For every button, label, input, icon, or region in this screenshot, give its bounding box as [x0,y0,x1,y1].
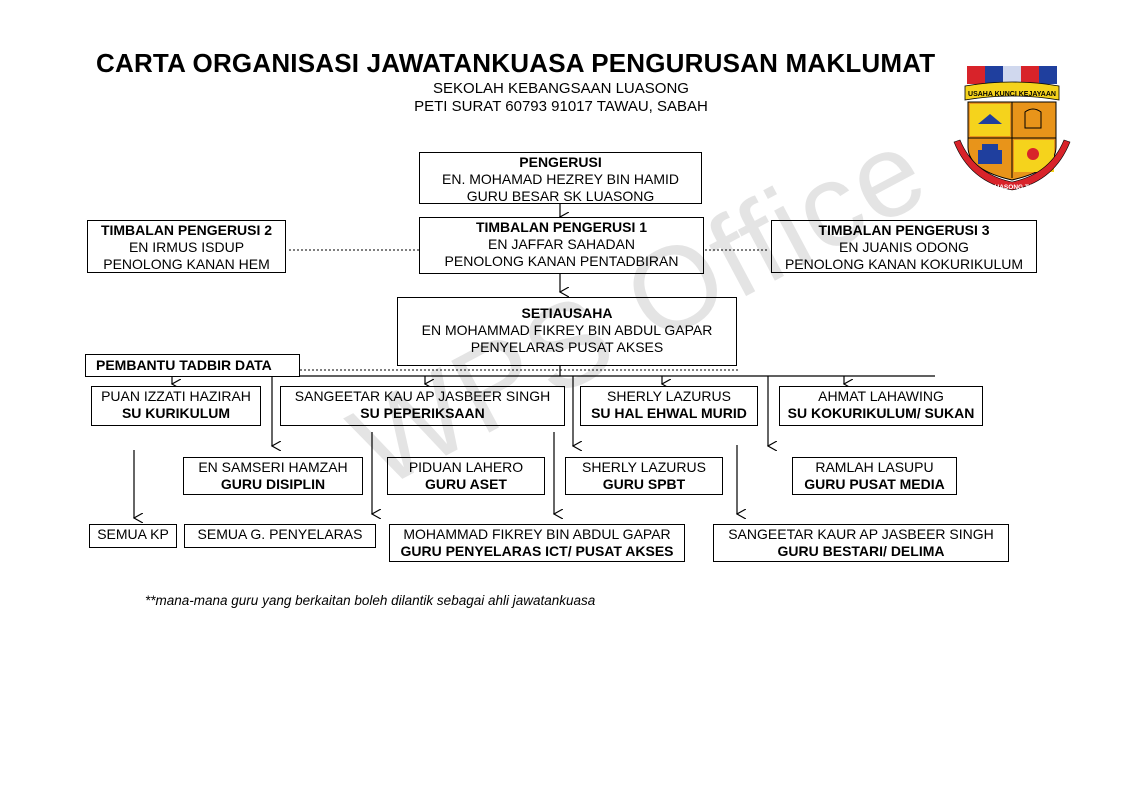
box-pembantu-tadbir-data: PEMBANTU TADBIR DATA [85,354,300,377]
guru-ict-name: MOHAMMAD FIKREY BIN ABDUL GAPAR [403,526,671,542]
su-hem-post: SU HAL EHWAL MURID [591,405,747,421]
timbalan2-name: EN IRMUS ISDUP [128,239,245,255]
su-kurikulum-post: SU KURIKULUM [121,405,231,421]
timbalan2-role: TIMBALAN PENGERUSI 2 [100,222,273,238]
box-pengerusi: PENGERUSI EN. MOHAMAD HEZREY BIN HAMID G… [419,152,702,204]
school-crest-icon: USAHA KUNCI KEJAYAAN S.K. LUASONG TAWAU [953,66,1071,191]
timbalan2-post: PENOLONG KANAN HEM [103,256,270,272]
box-su-kokurikulum: AHMAT LAHAWING SU KOKURIKULUM/ SUKAN [779,386,983,426]
semua-penyelaras-name: SEMUA G. PENYELARAS [197,526,363,542]
box-setiausaha: SETIAUSAHA EN MOHAMMAD FIKREY BIN ABDUL … [397,297,737,366]
page-title: CARTA ORGANISASI JAWATANKUASA PENGURUSAN… [96,48,936,78]
box-timbalan-pengerusi-1: TIMBALAN PENGERUSI 1 EN JAFFAR SAHADAN P… [419,217,704,274]
footnote: **mana-mana guru yang berkaitan boleh di… [145,593,596,608]
semua-kp-name: SEMUA KP [97,526,169,542]
box-guru-aset: PIDUAN LAHERO GURU ASET [387,457,545,495]
setiausaha-post: PENYELARAS PUSAT AKSES [470,339,664,355]
guru-bestari-post: GURU BESTARI/ DELIMA [777,543,945,559]
su-peperiksaan-name: SANGEETAR KAU AP JASBEER SINGH [294,388,551,404]
guru-ict-post: GURU PENYELARAS ICT/ PUSAT AKSES [400,543,674,559]
pengerusi-name: EN. MOHAMAD HEZREY BIN HAMID [442,171,679,187]
setiausaha-role: SETIAUSAHA [521,305,613,321]
box-su-peperiksaan: SANGEETAR KAU AP JASBEER SINGH SU PEPERI… [280,386,565,426]
su-koku-post: SU KOKURIKULUM/ SUKAN [787,405,975,421]
box-guru-disiplin: EN SAMSERI HAMZAH GURU DISIPLIN [183,457,363,495]
school-address: PETI SURAT 60793 91017 TAWAU, SABAH [414,98,708,115]
box-guru-bestari: SANGEETAR KAUR AP JASBEER SINGH GURU BES… [713,524,1009,562]
pengerusi-post: GURU BESAR SK LUASONG [466,188,655,204]
guru-media-name: RAMLAH LASUPU [815,459,934,475]
box-guru-pusat-media: RAMLAH LASUPU GURU PUSAT MEDIA [792,457,957,495]
timbalan1-role: TIMBALAN PENGERUSI 1 [475,219,648,235]
school-logo: USAHA KUNCI KEJAYAAN S.K. LUASONG TAWAU [950,62,1075,197]
guru-spbt-name: SHERLY LAZURUS [582,459,706,475]
guru-disiplin-post: GURU DISIPLIN [220,476,326,492]
timbalan1-post: PENOLONG KANAN PENTADBIRAN [444,253,679,269]
su-kurikulum-name: PUAN IZZATI HAZIRAH [101,388,251,404]
logo-ribbon-text: S.K. LUASONG TAWAU [976,184,1048,191]
box-semua-kp: SEMUA KP [89,524,177,548]
guru-media-post: GURU PUSAT MEDIA [804,476,945,492]
su-hem-name: SHERLY LAZURUS [607,388,731,404]
school-name: SEKOLAH KEBANGSAAN LUASONG [433,80,689,97]
guru-disiplin-name: EN SAMSERI HAMZAH [198,459,348,475]
box-timbalan-pengerusi-2: TIMBALAN PENGERUSI 2 EN IRMUS ISDUP PENO… [87,220,286,273]
su-peperiksaan-post: SU PEPERIKSAAN [360,405,485,421]
guru-bestari-name: SANGEETAR KAUR AP JASBEER SINGH [728,526,994,542]
su-koku-name: AHMAT LAHAWING [818,388,944,404]
setiausaha-name: EN MOHAMMAD FIKREY BIN ABDUL GAPAR [421,322,713,338]
box-guru-spbt: SHERLY LAZURUS GURU SPBT [565,457,723,495]
box-guru-penyelaras-ict: MOHAMMAD FIKREY BIN ABDUL GAPAR GURU PEN… [389,524,685,562]
timbalan3-role: TIMBALAN PENGERUSI 3 [818,222,990,238]
timbalan3-post: PENOLONG KANAN KOKURIKULUM [784,256,1024,272]
box-su-kurikulum: PUAN IZZATI HAZIRAH SU KURIKULUM [91,386,261,426]
logo-motto: USAHA KUNCI KEJAYAAN [968,91,1056,98]
guru-aset-post: GURU ASET [425,476,507,492]
box-timbalan-pengerusi-3: TIMBALAN PENGERUSI 3 EN JUANIS ODONG PEN… [771,220,1037,273]
guru-spbt-post: GURU SPBT [602,476,686,492]
guru-aset-name: PIDUAN LAHERO [408,459,524,475]
timbalan1-name: EN JAFFAR SAHADAN [487,236,636,252]
box-su-hal-ehwal-murid: SHERLY LAZURUS SU HAL EHWAL MURID [580,386,758,426]
box-semua-penyelaras: SEMUA G. PENYELARAS [184,524,376,548]
timbalan3-name: EN JUANIS ODONG [839,239,969,255]
pengerusi-role: PENGERUSI [519,154,602,170]
